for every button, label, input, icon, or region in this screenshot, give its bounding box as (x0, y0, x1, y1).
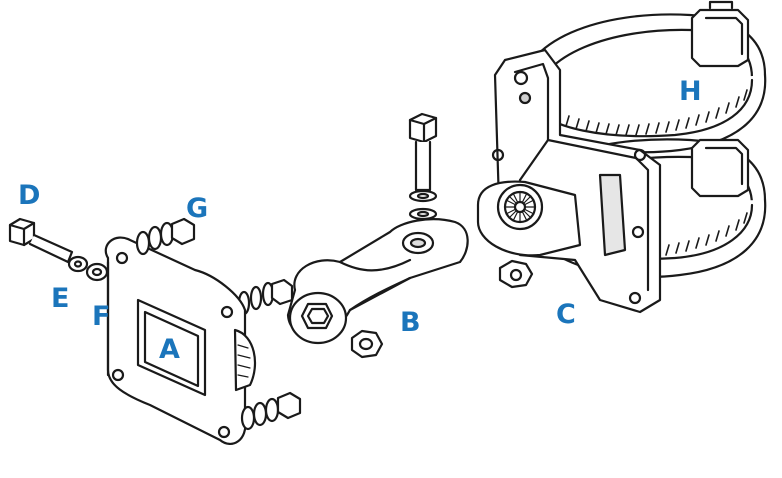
label-g: G (186, 193, 209, 224)
label-c: C (556, 299, 576, 330)
label-d: D (18, 180, 41, 211)
label-e: E (51, 283, 70, 314)
label-a: A (159, 334, 180, 365)
label-h: H (679, 76, 702, 107)
clamp-bracket-c (476, 48, 662, 314)
washer-e (67, 255, 89, 273)
bolt-d (8, 217, 74, 264)
label-f: F (92, 301, 111, 332)
swivel-arm-b (237, 112, 469, 359)
washers-g (135, 217, 196, 256)
base-plate-a (104, 236, 257, 445)
washers-lower (240, 391, 302, 431)
lock-washer-f (85, 262, 109, 282)
label-b: B (400, 307, 421, 338)
